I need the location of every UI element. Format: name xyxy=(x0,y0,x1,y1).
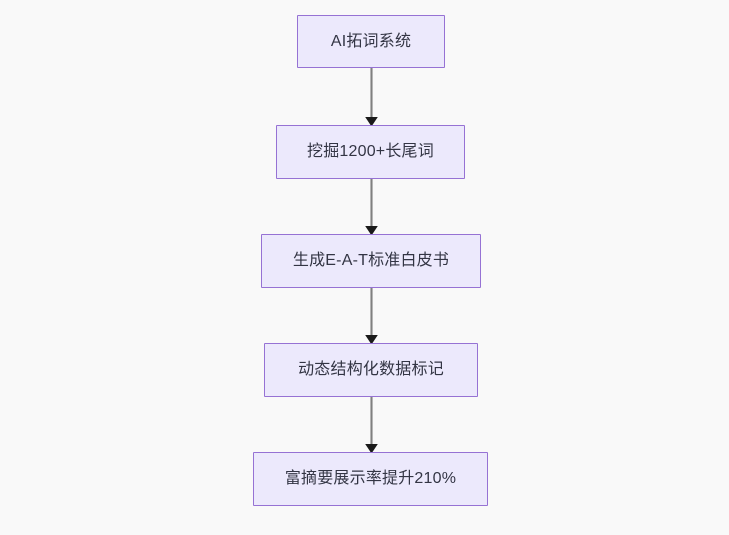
edge-node-4-to-node-5 xyxy=(365,397,378,454)
flow-node-rich-snippet-impression-uplift[interactable]: 富摘要展示率提升210% xyxy=(253,452,488,506)
edge-node-1-to-node-2 xyxy=(365,68,378,127)
flow-node-label: 挖掘1200+长尾词 xyxy=(307,143,434,160)
flow-node-mine-longtail-keywords[interactable]: 挖掘1200+长尾词 xyxy=(276,125,465,179)
flow-node-label: 生成E-A-T标准白皮书 xyxy=(292,252,450,269)
flow-node-generate-eat-whitepaper[interactable]: 生成E-A-T标准白皮书 xyxy=(261,234,481,288)
flow-node-ai-keyword-system[interactable]: AI拓词系统 xyxy=(297,15,445,68)
edge-node-3-to-node-4 xyxy=(365,288,378,345)
flow-node-label: 富摘要展示率提升210% xyxy=(284,470,457,487)
edge-node-2-to-node-3 xyxy=(365,179,378,236)
flow-node-label: 动态结构化数据标记 xyxy=(298,361,444,378)
flow-node-dynamic-structured-data-markup[interactable]: 动态结构化数据标记 xyxy=(264,343,478,397)
flow-node-label: AI拓词系统 xyxy=(330,32,412,50)
